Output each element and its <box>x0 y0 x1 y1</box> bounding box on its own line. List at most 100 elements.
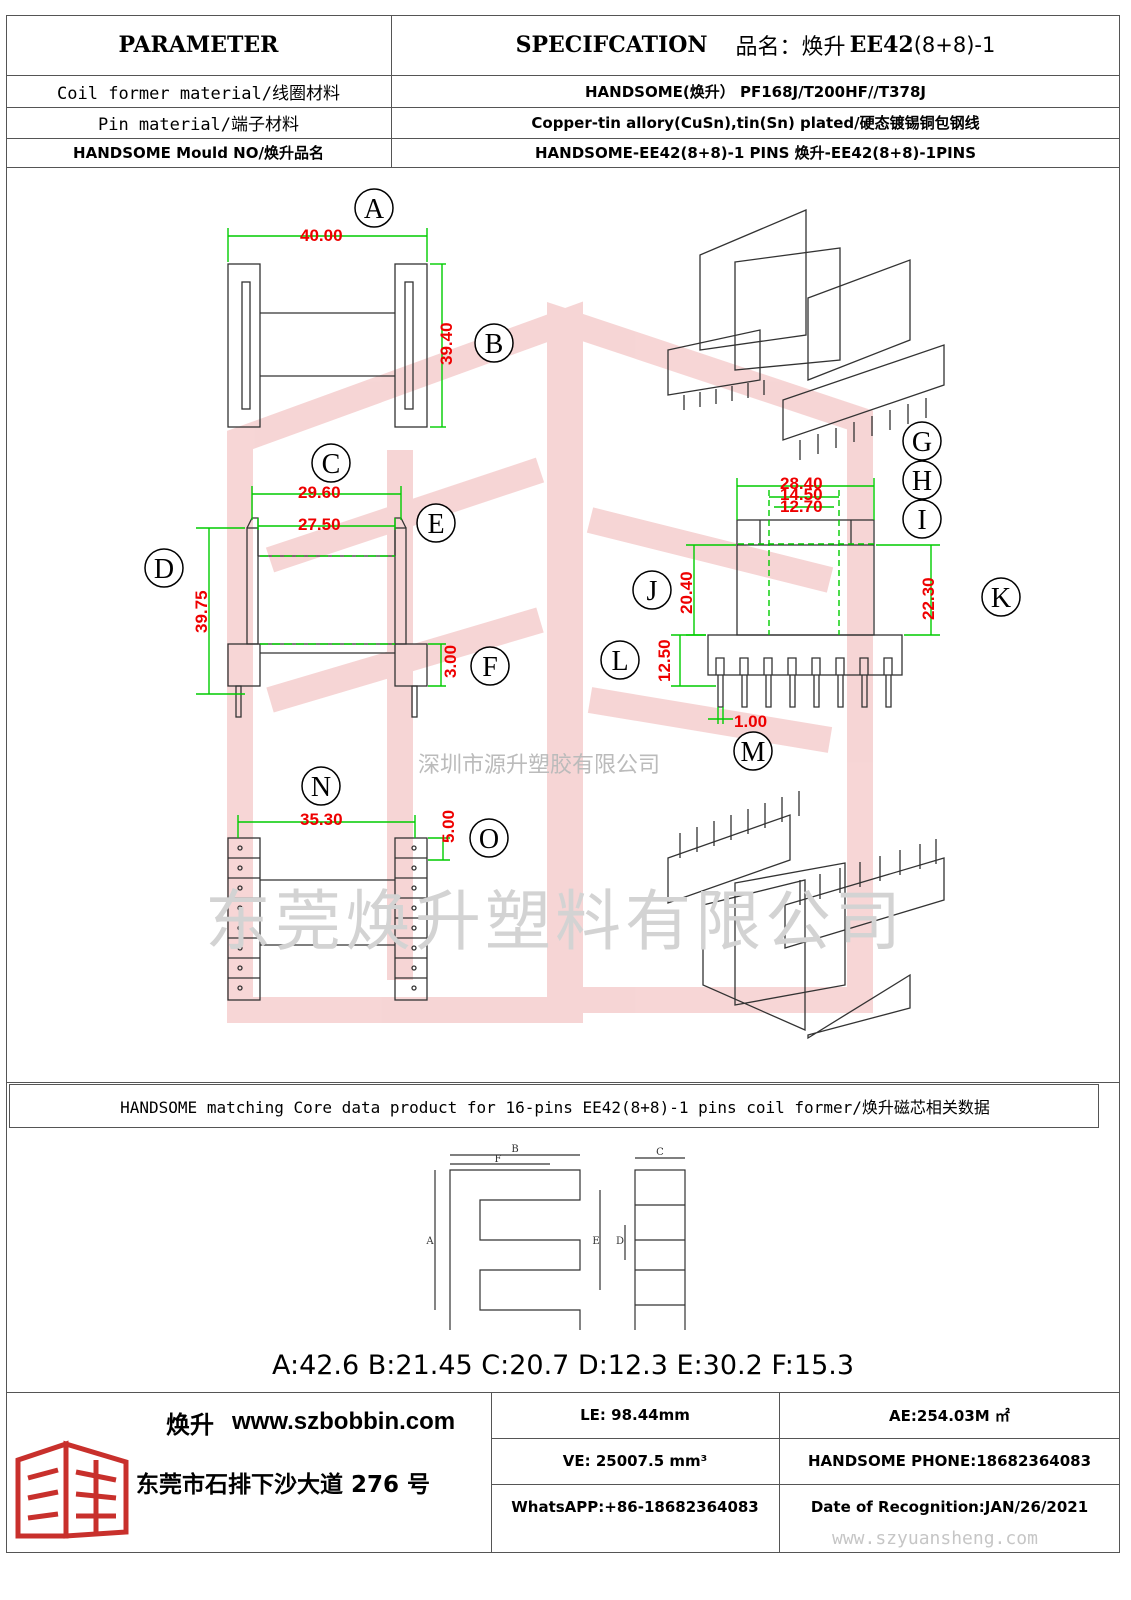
isometric-view-top <box>667 209 945 460</box>
core-letter-d: D <box>616 1236 624 1247</box>
core-letter-f: F <box>495 1154 502 1165</box>
top-view <box>227 263 428 428</box>
core-letter-a: A <box>425 1236 434 1247</box>
label-l-text: L <box>611 646 628 677</box>
label-c-text: C <box>322 449 341 480</box>
footer-brand-line: 焕升 www.szbobbin.com <box>160 1402 490 1442</box>
core-section-title: HANDSOME matching Core data product for … <box>120 1098 990 1117</box>
label-k: K <box>981 577 1021 617</box>
dim-e-value: 27.50 <box>298 515 341 534</box>
label-n-text: N <box>311 772 331 803</box>
mould-no-label: HANDSOME Mould NO/焕升品名 <box>73 144 324 162</box>
bottom-view <box>227 837 428 1001</box>
label-f-text: F <box>482 652 498 683</box>
divider <box>6 167 1120 168</box>
core-side-view <box>634 1169 686 1330</box>
mould-no-value: HANDSOME-EE42(8+8)-1 PINS 焕升-EE42(8+8)-1… <box>534 144 977 162</box>
e-core-diagram: B F C A E D <box>425 1144 686 1330</box>
dim-k-value: 22.30 <box>919 577 938 620</box>
ae-value: AE:254.03M ㎡ <box>889 1406 1010 1425</box>
label-b-text: B <box>485 329 504 360</box>
phone-value: HANDSOME PHONE:18682364083 <box>807 1452 1092 1470</box>
label-e-text: E <box>427 509 444 540</box>
whatsapp-value: WhatsAPP:+86-18682364083 <box>511 1498 759 1516</box>
parameter-header: PARAMETER <box>118 32 279 58</box>
divider <box>779 1392 780 1553</box>
company-logo <box>15 1440 129 1539</box>
pin-material-value: Copper-tin allory(CuSn),tin(Sn) plated/硬… <box>531 114 980 132</box>
label-d-text: D <box>154 554 174 585</box>
label-g: G <box>902 421 942 461</box>
dim-n-value: 35.30 <box>300 810 343 829</box>
dim-d-value: 39.75 <box>192 590 211 633</box>
core-letter-e: E <box>592 1236 599 1247</box>
coil-former-drawing: 40.00 39.40 29.60 27.50 39.75 3.00 28.40… <box>144 188 1021 1040</box>
dim-j-value: 20.40 <box>677 571 696 614</box>
label-m-text: M <box>741 737 766 768</box>
core-dimensions: A:42.6 B:21.45 C:20.7 D:12.3 E:30.2 F:15… <box>271 1349 855 1381</box>
divider <box>6 138 1120 139</box>
coil-material-label: Coil former material/线圈材料 <box>57 83 340 104</box>
core-section-title-box: HANDSOME matching Core data product for … <box>9 1084 1099 1128</box>
coil-material-value: HANDSOME(焕升） PF168J/T200HF//T378J <box>584 82 926 101</box>
label-j: J <box>632 570 672 610</box>
dim-b-value: 39.40 <box>437 322 456 365</box>
label-a-text: A <box>364 194 385 225</box>
dim-i-value: 12.70 <box>780 497 823 516</box>
product-name-label: 品名：焕升 <box>735 35 846 60</box>
label-k-text: K <box>991 583 1011 614</box>
dim-c-value: 29.60 <box>298 483 341 502</box>
watermark-company-1: 深圳市源升塑胶有限公司 <box>418 753 661 778</box>
label-l: L <box>600 640 640 680</box>
product-name-bold: EE42 <box>849 32 914 58</box>
label-g-text: G <box>912 427 932 458</box>
dim-h-value: 14.50 <box>780 485 823 504</box>
label-c: C <box>311 443 351 483</box>
core-letter-b: B <box>511 1144 518 1155</box>
label-n: N <box>301 766 341 806</box>
label-o-text: O <box>479 824 499 855</box>
label-m: M <box>733 731 773 771</box>
ve-value: VE: 25007.5 mm³ <box>562 1452 708 1470</box>
dim-m-value: 1.00 <box>734 712 767 731</box>
label-h-text: H <box>912 466 932 497</box>
dim-l-value: 12.50 <box>655 639 674 682</box>
label-e: E <box>416 503 456 543</box>
dim-a-value: 40.00 <box>300 226 343 245</box>
front-view <box>707 519 903 708</box>
label-f: F <box>470 646 510 686</box>
dimension-lines <box>196 228 940 861</box>
label-d: D <box>144 548 184 588</box>
label-j-text: J <box>647 576 658 607</box>
footer-brand: 焕升 <box>166 1410 214 1439</box>
dim-o-value: 5.00 <box>439 810 458 843</box>
specification-header: SPECIFCATION 品名：焕升 EE42 (8+8)-1 <box>391 15 1120 75</box>
footer-website[interactable]: www.szbobbin.com <box>232 1408 456 1435</box>
label-o: O <box>469 818 509 858</box>
divider <box>491 1438 1120 1439</box>
label-b: B <box>474 323 514 363</box>
label-a: A <box>354 188 394 228</box>
core-letter-c: C <box>656 1147 664 1158</box>
le-value: LE: 98.44mm <box>580 1406 690 1424</box>
page-frame <box>6 15 1120 1553</box>
label-h: H <box>902 460 942 500</box>
watermark-url: www.szyuansheng.com <box>832 1528 1038 1549</box>
isometric-view-bottom <box>667 791 945 1040</box>
label-i: I <box>902 499 942 539</box>
spec-title: SPECIFCATION <box>515 32 708 58</box>
label-i-text: I <box>917 505 926 536</box>
product-name-suffix: (8+8)-1 <box>913 33 996 57</box>
watermark-company-2: 东莞焕升塑料有限公司 <box>205 883 905 960</box>
recognition-date: Date of Recognition:JAN/26/2021 <box>810 1498 1089 1516</box>
divider <box>6 1082 1120 1083</box>
dim-f-value: 3.00 <box>441 645 460 678</box>
divider <box>6 107 1120 108</box>
divider <box>6 1392 1120 1393</box>
dim-g-value: 28.40 <box>780 474 823 493</box>
divider <box>391 15 392 167</box>
divider <box>491 1484 1120 1485</box>
divider <box>491 1392 492 1553</box>
footer-address: 东莞市石排下沙大道 276 号 <box>136 1472 431 1498</box>
